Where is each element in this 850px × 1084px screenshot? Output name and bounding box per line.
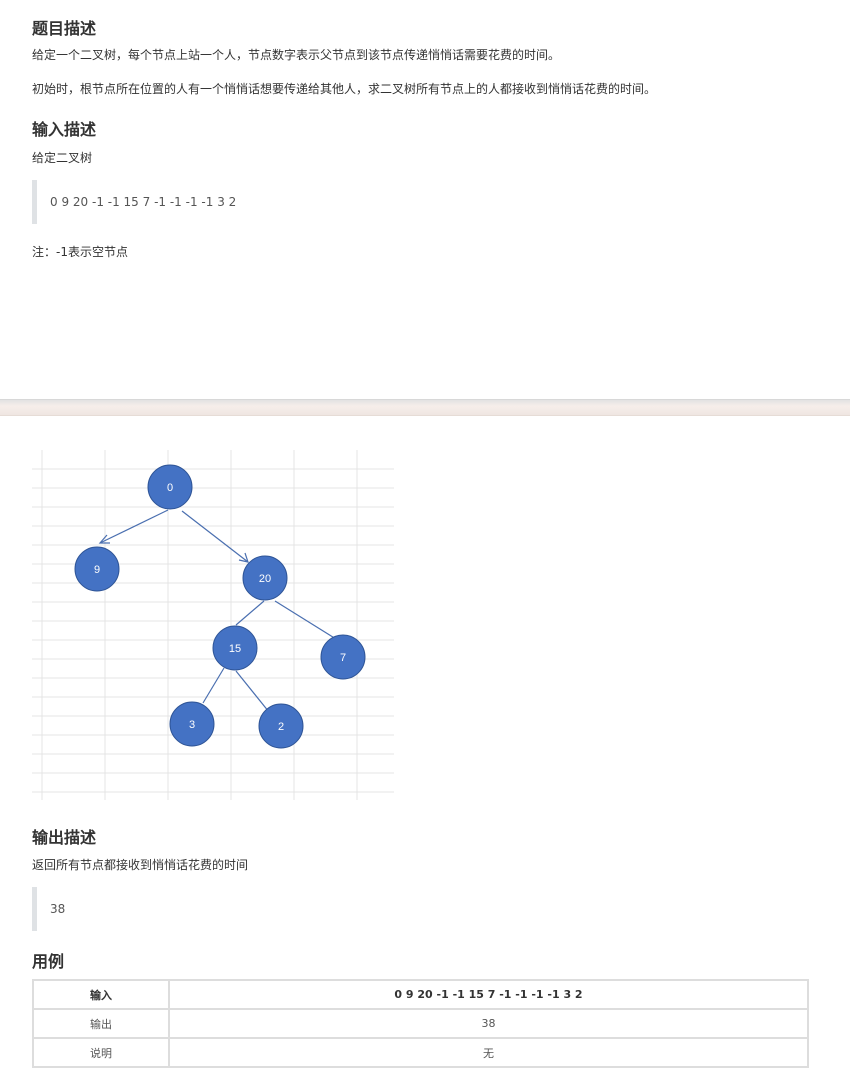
tree-node-2: 2	[258, 703, 304, 749]
input-heading: 输入描述	[32, 120, 97, 139]
tree-node-label: 7	[340, 652, 346, 664]
table-cell-value: 0 9 20 -1 -1 15 7 -1 -1 -1 -1 3 2	[168, 979, 809, 1010]
edge-0-9	[99, 509, 169, 544]
problem-heading: 题目描述	[32, 19, 97, 38]
output-sample-block: 38	[32, 887, 392, 931]
problem-description-1: 给定一个二叉树，每个节点上站一个人，节点数字表示父节点到该节点传递悄悄话需要花费…	[32, 48, 561, 62]
problem-description-2: 初始时，根节点所在位置的人有一个悄悄话想要传递给其他人，求二叉树所有节点上的人都…	[32, 82, 657, 96]
input-note: 注：-1表示空节点	[32, 245, 128, 259]
tree-node-3: 3	[169, 701, 215, 747]
input-sample-block: 0 9 20 -1 -1 15 7 -1 -1 -1 -1 3 2	[32, 180, 392, 224]
tree-node-label: 15	[229, 643, 241, 655]
edge-15-3	[202, 667, 225, 704]
example-heading: 用例	[32, 952, 65, 971]
arrowhead-0-20	[238, 552, 249, 563]
tree-node-label: 9	[94, 564, 100, 576]
edge-20-7	[274, 600, 337, 640]
edge-0-20	[181, 510, 249, 563]
binary-tree-diagram: 0 9 20 15 7 3 2	[32, 450, 394, 800]
tree-node-9: 9	[74, 546, 120, 592]
table-row: 输出 38	[32, 1008, 809, 1039]
arrowhead-0-9	[98, 534, 110, 544]
edge-15-2	[235, 670, 270, 713]
page-break-divider	[0, 399, 850, 416]
tree-node-label: 2	[278, 721, 284, 733]
table-cell-value: 无	[168, 1037, 809, 1068]
tree-node-7: 7	[320, 634, 366, 680]
table-row: 说明 无	[32, 1037, 809, 1068]
tree-grid	[32, 450, 394, 800]
table-cell-label: 输出	[32, 1008, 170, 1039]
tree-node-label: 0	[167, 482, 173, 494]
edge-20-15	[235, 600, 265, 626]
tree-node-0: 0	[147, 464, 193, 510]
tree-node-label: 20	[259, 573, 271, 585]
output-description: 返回所有节点都接收到悄悄话花费的时间	[32, 858, 249, 872]
output-heading: 输出描述	[32, 828, 97, 847]
input-description: 给定二叉树	[32, 151, 93, 165]
tree-node-label: 3	[189, 719, 195, 731]
tree-node-15: 15	[212, 625, 258, 671]
tree-node-20: 20	[242, 555, 288, 601]
table-cell-value: 38	[168, 1008, 809, 1039]
example-table: 输入 0 9 20 -1 -1 15 7 -1 -1 -1 -1 3 2 输出 …	[32, 979, 809, 1068]
table-row: 输入 0 9 20 -1 -1 15 7 -1 -1 -1 -1 3 2	[32, 979, 809, 1010]
table-cell-label: 说明	[32, 1037, 170, 1068]
table-cell-label: 输入	[32, 979, 170, 1010]
